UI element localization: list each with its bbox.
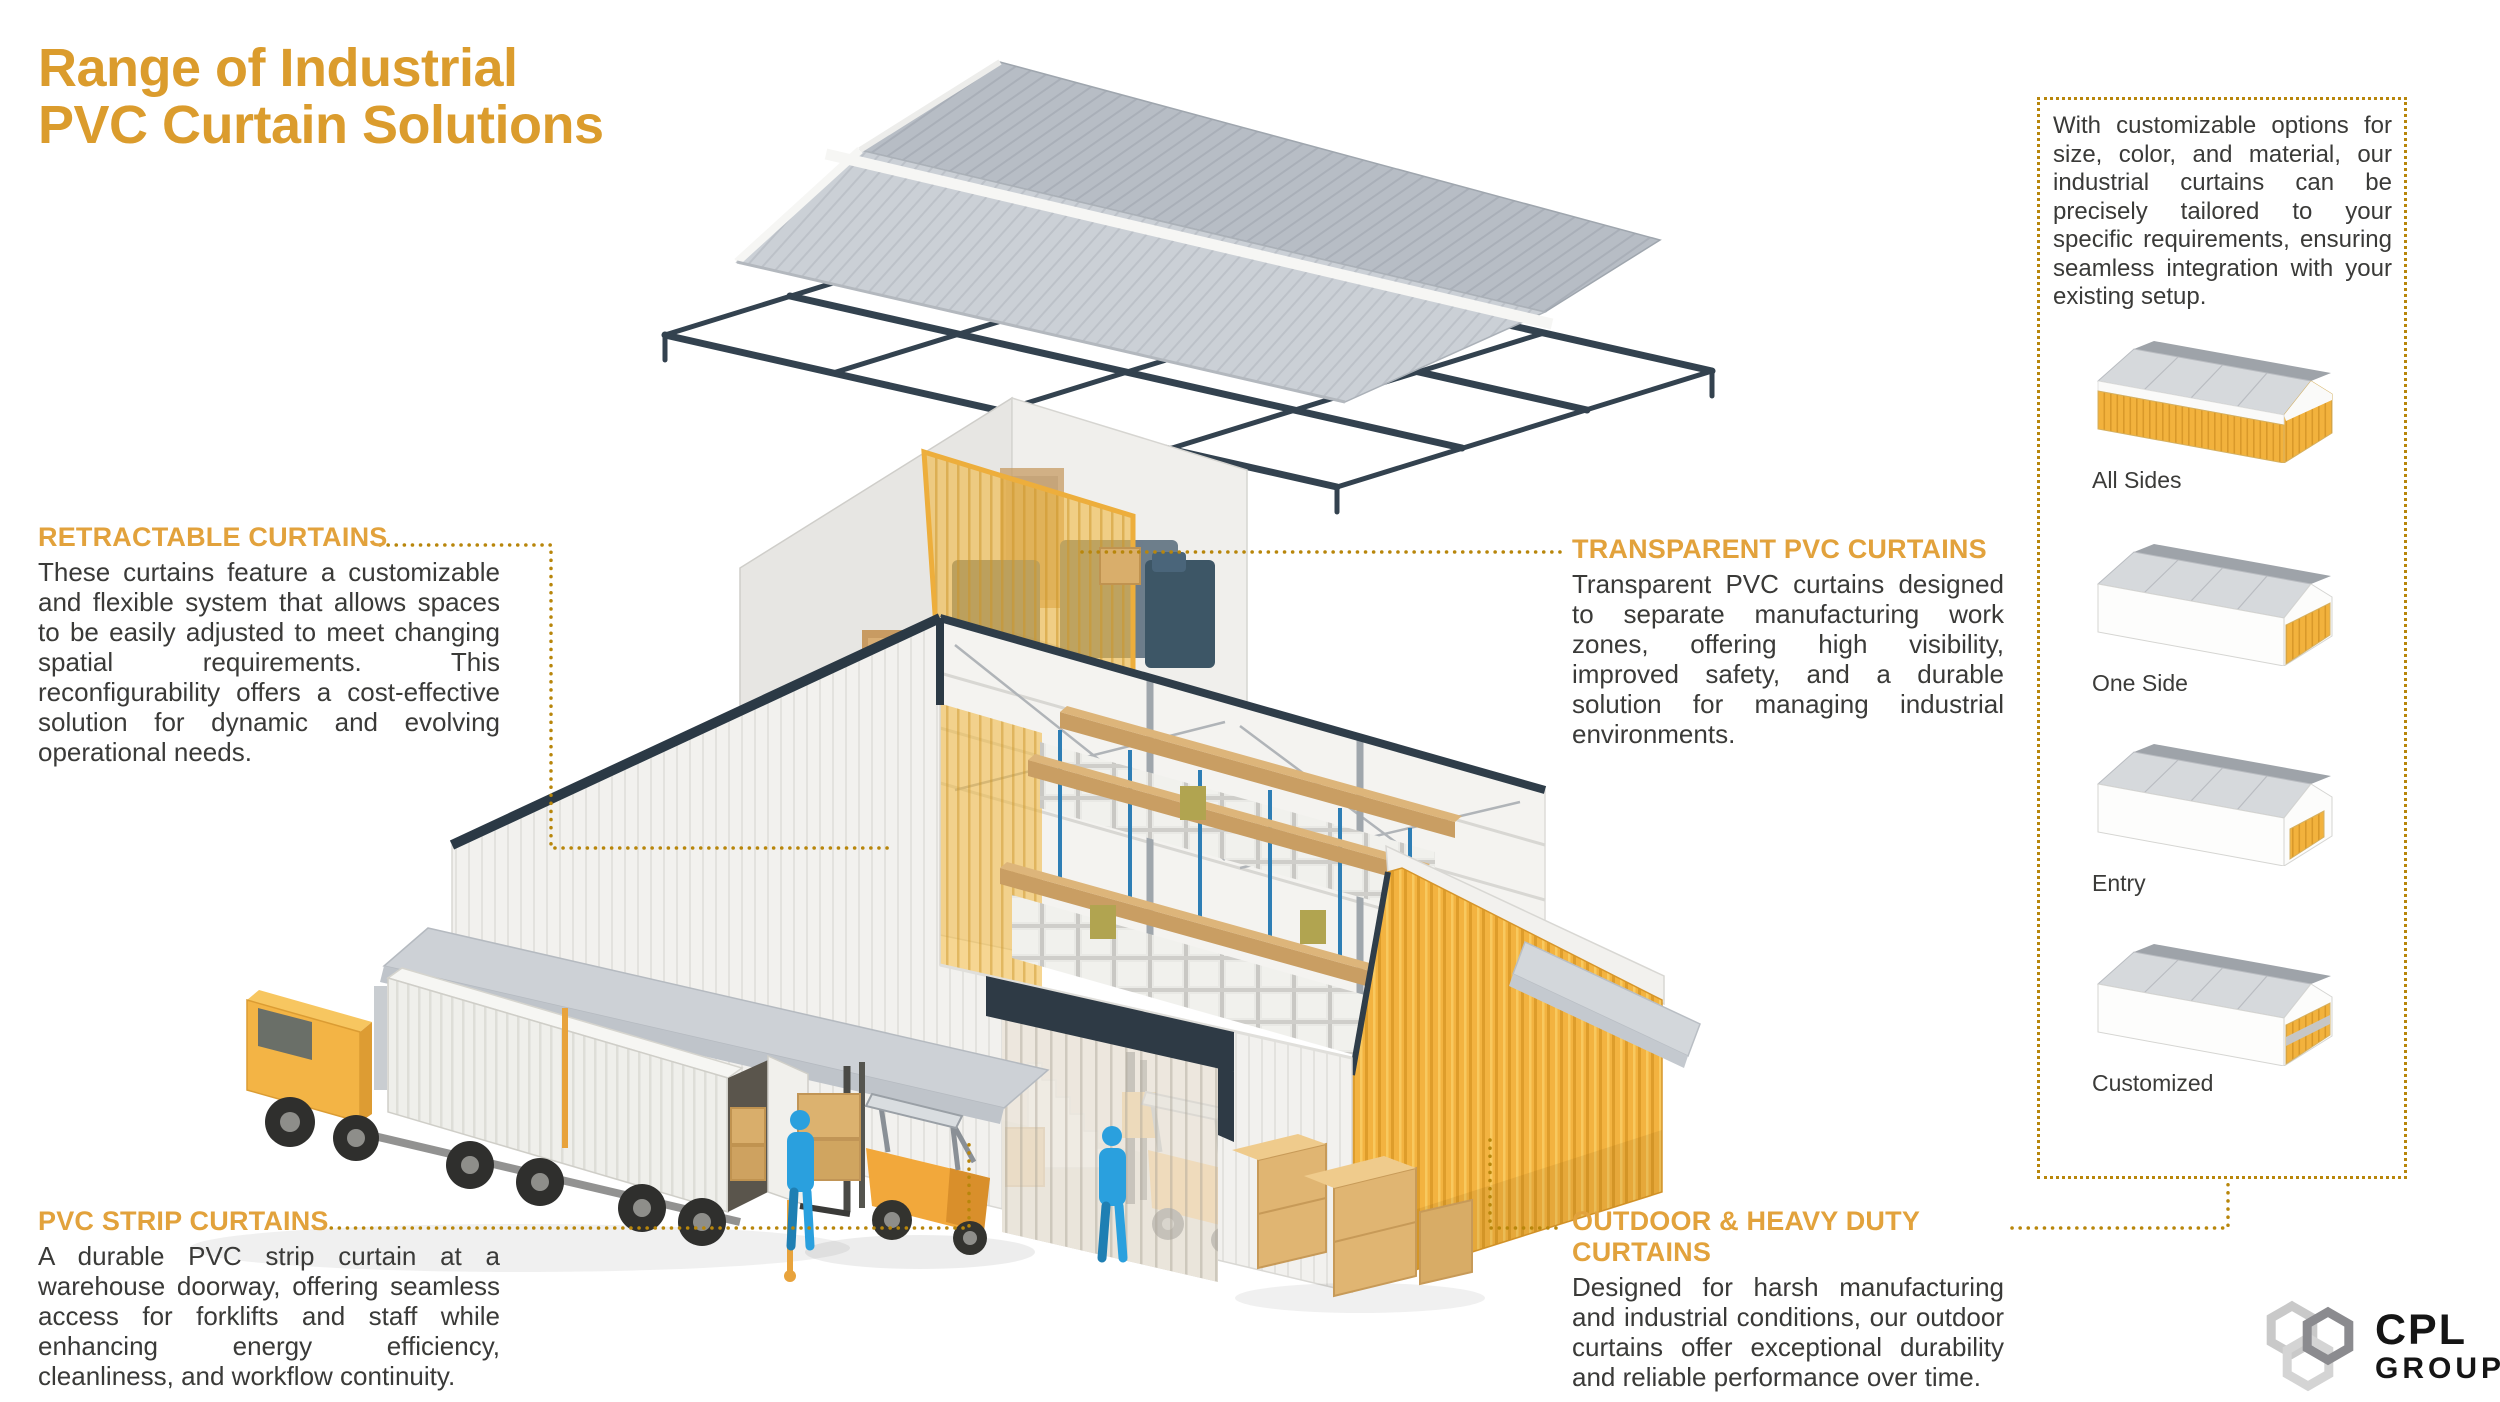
option-all-sides: All Sides [2084,328,2344,494]
room-machinery [1099,547,1215,668]
customized-building-icon [2096,944,2333,1066]
connector-retractable [378,543,891,850]
option-label: Customized [2092,1070,2214,1096]
callout-pvc-strip-curtains: PVC STRIP CURTAINS A durable PVC strip c… [38,1206,500,1391]
all-sides-building-icon [2096,341,2333,463]
option-label: All Sides [2092,467,2182,493]
page-title: Range of Industrial PVC Curtain Solution… [38,40,604,154]
callout-body: Designed for harsh manufacturing and ind… [1572,1272,2004,1392]
roof-ridge-cap [824,148,1554,330]
option-entry: Entry [2084,731,2344,897]
title-line-2: PVC Curtain Solutions [38,95,604,155]
title-line-1: Range of Industrial [38,38,518,98]
truck-cab [246,986,387,1123]
connector-outdoor-right [2010,1178,2230,1230]
option-one-side: One Side [2084,531,2344,697]
callout-heading: RETRACTABLE CURTAINS [38,522,388,552]
callout-outdoor-heavy-duty-curtains: OUTDOOR & HEAVY DUTY CURTAINS Designed f… [1572,1206,2004,1392]
one-side-building-icon [2096,544,2333,666]
option-label: Entry [2092,870,2146,896]
callout-body: A durable PVC strip curtain at a warehou… [38,1241,500,1391]
hexagons-logo-icon [2266,1300,2354,1392]
pallet-racking [1000,706,1462,1068]
option-customized: Customized [2084,931,2344,1097]
callout-body: Transparent PVC curtains designed to sep… [1572,569,2004,749]
right-canopy [1509,940,1701,1068]
pallet-box-stacks [1232,1134,1485,1313]
logo-text: CPL GROUP [2375,1308,2500,1385]
forklift-loading [797,1062,1035,1269]
option-label: One Side [2092,670,2188,696]
logo-subname: GROUP [2375,1351,2500,1385]
callout-connectors [313,543,2230,1230]
roof-panel [734,59,1662,404]
logo-name: CPL [2375,1305,2467,1354]
connector-outdoor-left [1488,1138,1564,1230]
worker-at-truck [786,1110,815,1251]
entry-building-icon [2096,744,2333,866]
options-intro: With customizable options for size, colo… [2053,112,2392,310]
callout-heading: TRANSPARENT PVC CURTAINS [1572,534,1987,564]
callout-retractable-curtains: RETRACTABLE CURTAINS These curtains feat… [38,522,500,767]
gable-edge-beam [449,613,943,850]
callout-heading: PVC STRIP CURTAINS [38,1206,329,1236]
callout-transparent-pvc-curtains: TRANSPARENT PVC CURTAINS Transparent PVC… [1572,534,2004,749]
doorway [986,976,1234,1282]
worker-at-door [1097,1126,1128,1263]
callout-body: These curtains feature a customizable an… [38,557,500,767]
options-panel: With customizable options for size, colo… [2037,97,2407,1179]
door-header [986,976,1234,1072]
callout-heading: OUTDOOR & HEAVY DUTY CURTAINS [1572,1206,1920,1267]
connector-pvc-strip [313,1138,971,1230]
cpl-group-logo: CPL GROUP [2262,1296,2500,1396]
